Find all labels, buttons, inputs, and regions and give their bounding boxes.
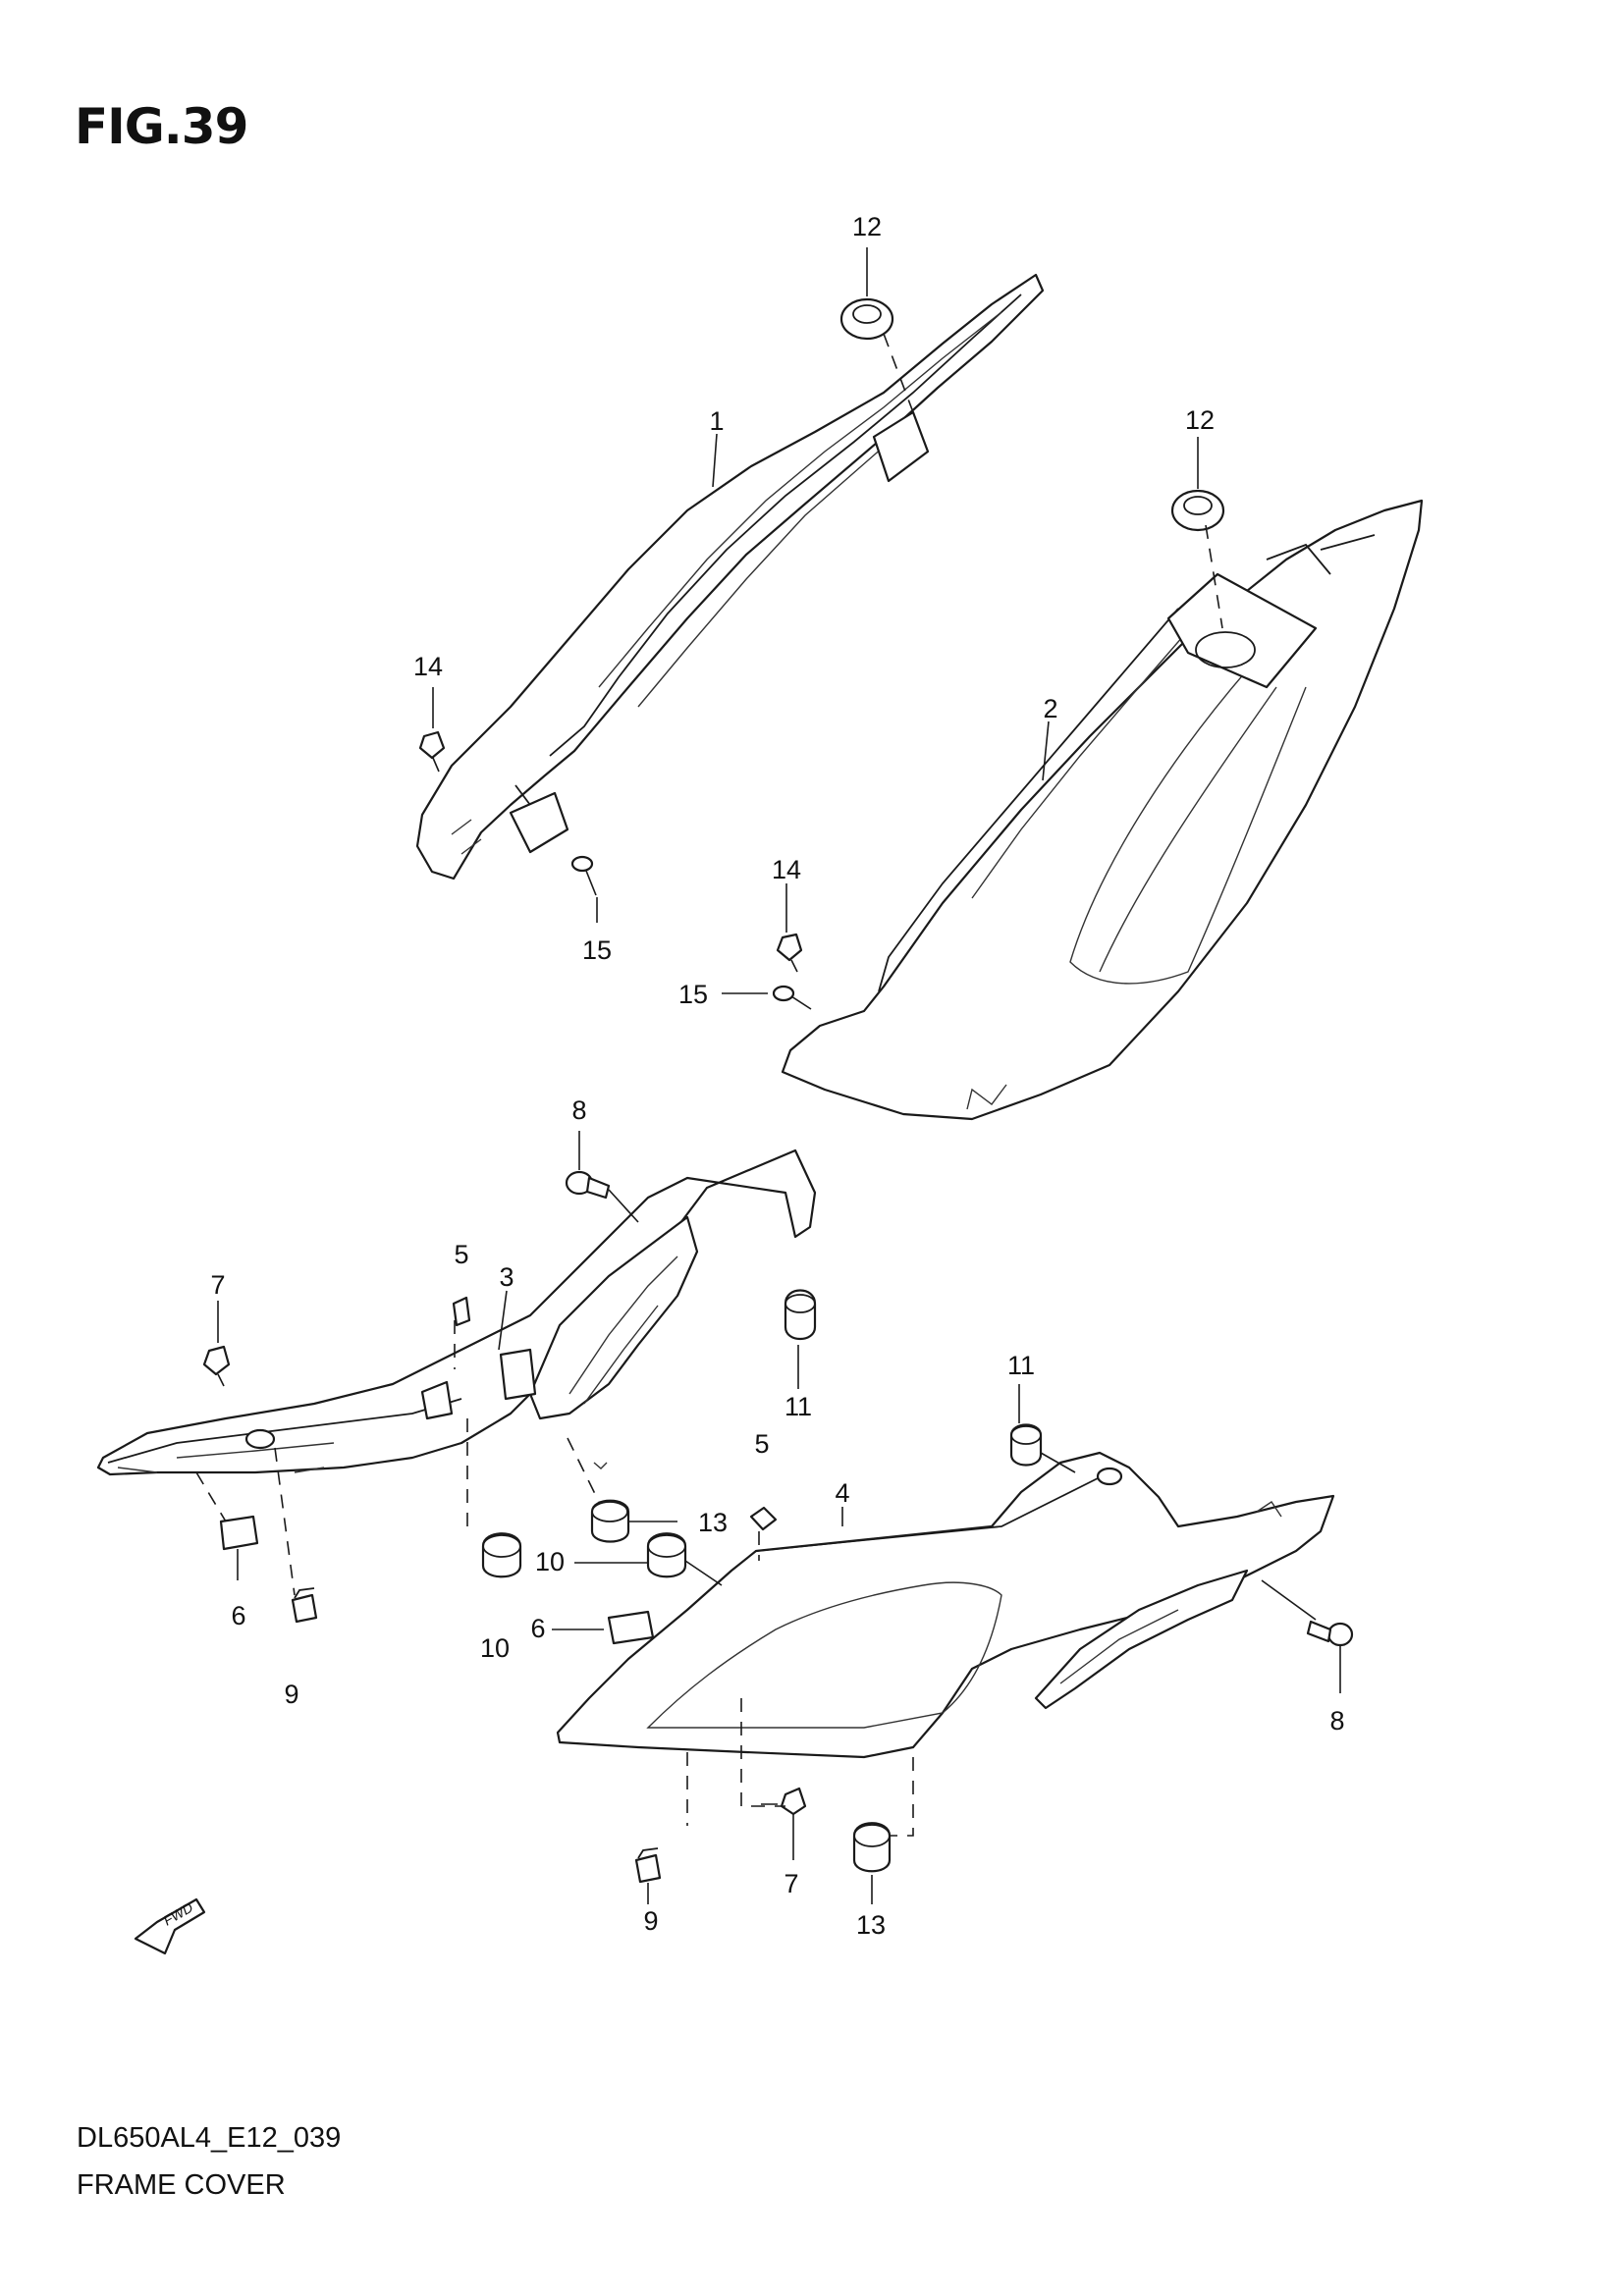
callout-13-b: 13 [856, 1910, 886, 1940]
clip-5-lower [749, 1506, 778, 1531]
callout-6-a: 6 [231, 1601, 245, 1630]
forward-arrow-icon: FWD [134, 1897, 206, 1955]
callout-9-b: 9 [643, 1906, 658, 1936]
cushion-6-right [607, 1610, 655, 1645]
grommet-12-upper [839, 297, 894, 341]
callout-11-a: 11 [784, 1392, 812, 1421]
nut-9-left [291, 1587, 318, 1624]
callout-7-a: 7 [210, 1270, 225, 1300]
callout-12-a: 12 [852, 212, 882, 241]
figure-title: FIG.39 [75, 98, 248, 155]
callout-10-a: 10 [480, 1633, 510, 1663]
nut-9-right [634, 1847, 662, 1884]
grommet-12-lower [1170, 489, 1225, 532]
callout-9-a: 9 [284, 1680, 298, 1709]
leader-lines [217, 247, 1341, 1904]
bolt-8-right [1306, 1620, 1354, 1647]
callout-2: 2 [1043, 694, 1057, 723]
grommet-13-upper [590, 1499, 630, 1543]
callout-15-a: 15 [582, 935, 612, 965]
grommet-10-left [481, 1532, 522, 1578]
bolt-8-upper [565, 1170, 611, 1200]
grommet-11-right [1009, 1423, 1043, 1467]
callout-4: 4 [835, 1478, 849, 1508]
screw-7-left [202, 1345, 231, 1387]
callout-3: 3 [499, 1262, 514, 1292]
callout-labels: 12 1 14 15 12 2 14 15 8 5 3 7 11 11 5 4 … [210, 212, 1344, 1940]
frame-cover-2 [781, 499, 1424, 1121]
callout-11-b: 11 [1007, 1351, 1035, 1380]
screw-14-left [418, 730, 446, 773]
grommet-11-left [784, 1289, 817, 1341]
alignment-dashes [195, 333, 1223, 1837]
screw-7-right [761, 1787, 807, 1816]
callout-6-b: 6 [530, 1614, 545, 1643]
diagram-code: DL650AL4_E12_039 [77, 2122, 342, 2154]
screw-15-left [570, 855, 597, 896]
screw-15-right [772, 985, 812, 1010]
callout-10-b: 10 [535, 1547, 565, 1576]
frame-cover-4 [556, 1451, 1335, 1759]
frame-cover-3 [96, 1148, 817, 1476]
callout-12-b: 12 [1185, 405, 1215, 435]
callout-1: 1 [709, 406, 724, 436]
grommet-10-right [646, 1532, 687, 1578]
grommet-13-lower [852, 1822, 892, 1873]
callout-15-b: 15 [678, 980, 708, 1009]
callout-7-b: 7 [784, 1869, 798, 1898]
callout-5-b: 5 [754, 1429, 769, 1459]
callout-8-a: 8 [571, 1095, 586, 1125]
callout-8-b: 8 [1329, 1706, 1344, 1735]
clip-5-upper [452, 1296, 471, 1327]
frame-cover-1 [415, 273, 1045, 881]
callout-5-a: 5 [454, 1240, 468, 1269]
callout-14-a: 14 [413, 652, 443, 681]
diagram-name: FRAME COVER [77, 2169, 286, 2201]
callout-13-a: 13 [698, 1508, 728, 1537]
screw-14-right [776, 933, 803, 973]
callout-14-b: 14 [772, 855, 801, 884]
cushion-6-left [219, 1515, 259, 1551]
